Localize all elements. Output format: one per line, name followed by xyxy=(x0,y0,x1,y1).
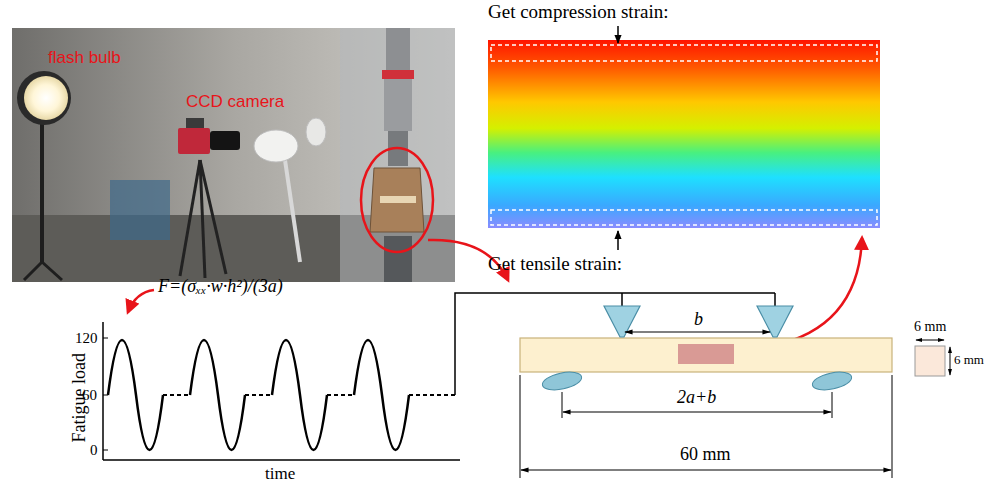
dashed-region xyxy=(491,45,877,61)
extension-line xyxy=(832,392,833,418)
axis-tick xyxy=(103,338,108,339)
tick-label: 120 xyxy=(75,329,98,347)
dimension-line xyxy=(521,469,891,470)
pointer-arrow xyxy=(738,238,862,350)
machine-rod xyxy=(386,28,410,73)
tripod-leg xyxy=(180,160,200,276)
lamp-stand xyxy=(40,115,44,262)
dashed-region xyxy=(491,210,877,225)
dimension-line xyxy=(916,340,944,341)
component-label: flash bulb xyxy=(48,48,121,68)
camera-display xyxy=(186,118,204,128)
camera-lens xyxy=(210,131,240,150)
lamp-arm xyxy=(285,160,300,262)
tick-label: 0 xyxy=(90,441,98,459)
tick-label: 60 xyxy=(82,386,97,404)
axis-tick xyxy=(103,450,108,451)
machine-ground xyxy=(340,28,455,282)
load-wave xyxy=(108,340,409,450)
support-roller xyxy=(811,369,853,393)
extension-line xyxy=(520,375,521,478)
pointer-arrow xyxy=(617,26,619,43)
strain-map xyxy=(488,40,880,228)
white-lamp-head xyxy=(306,118,326,146)
photo-ground xyxy=(12,28,455,282)
photo-specimen xyxy=(380,196,416,203)
strain-note: Get tensile strain: xyxy=(488,253,622,276)
lab-photo xyxy=(12,28,455,282)
load-formula: F=(σₓₓ·w·h²)/(3a) xyxy=(158,276,283,298)
machine-grip xyxy=(384,79,412,131)
pointer-arrow xyxy=(617,231,619,250)
pointer-arrow xyxy=(128,290,154,312)
dimension-line xyxy=(563,411,831,412)
dimension-line xyxy=(625,331,770,332)
axis-title: time xyxy=(265,464,295,484)
dimension-label: b xyxy=(694,309,703,331)
dimension-label: 60 mm xyxy=(680,444,731,466)
x-axis xyxy=(103,459,460,461)
white-lamp xyxy=(254,130,298,162)
camera-body xyxy=(178,128,210,154)
flash-bulb-light xyxy=(24,76,68,120)
machine-ring xyxy=(382,70,414,79)
extension-line xyxy=(892,375,893,478)
observed-region xyxy=(678,344,734,364)
lamp-housing xyxy=(17,71,71,125)
bending-fixture xyxy=(370,168,424,232)
dimension-label: 2a+b xyxy=(677,387,716,409)
cross-section xyxy=(915,346,945,376)
machine-actuator xyxy=(384,236,412,282)
dimension-line xyxy=(950,347,951,375)
dimension-label: 6 mm xyxy=(914,319,946,336)
lamp-leg xyxy=(24,262,42,280)
highlight-ellipse xyxy=(361,148,433,252)
lamp-leg xyxy=(42,262,62,280)
dimension-label: 6 mm xyxy=(954,352,984,368)
photo-object xyxy=(110,180,170,240)
support-roller xyxy=(541,369,583,393)
component-label: CCD camera xyxy=(186,92,284,112)
extension-line xyxy=(562,392,563,418)
beam xyxy=(520,338,892,372)
tripod-leg xyxy=(200,160,226,274)
strain-note: Get compression strain: xyxy=(488,1,668,24)
y-axis xyxy=(102,322,104,460)
hold-segment xyxy=(163,394,455,396)
